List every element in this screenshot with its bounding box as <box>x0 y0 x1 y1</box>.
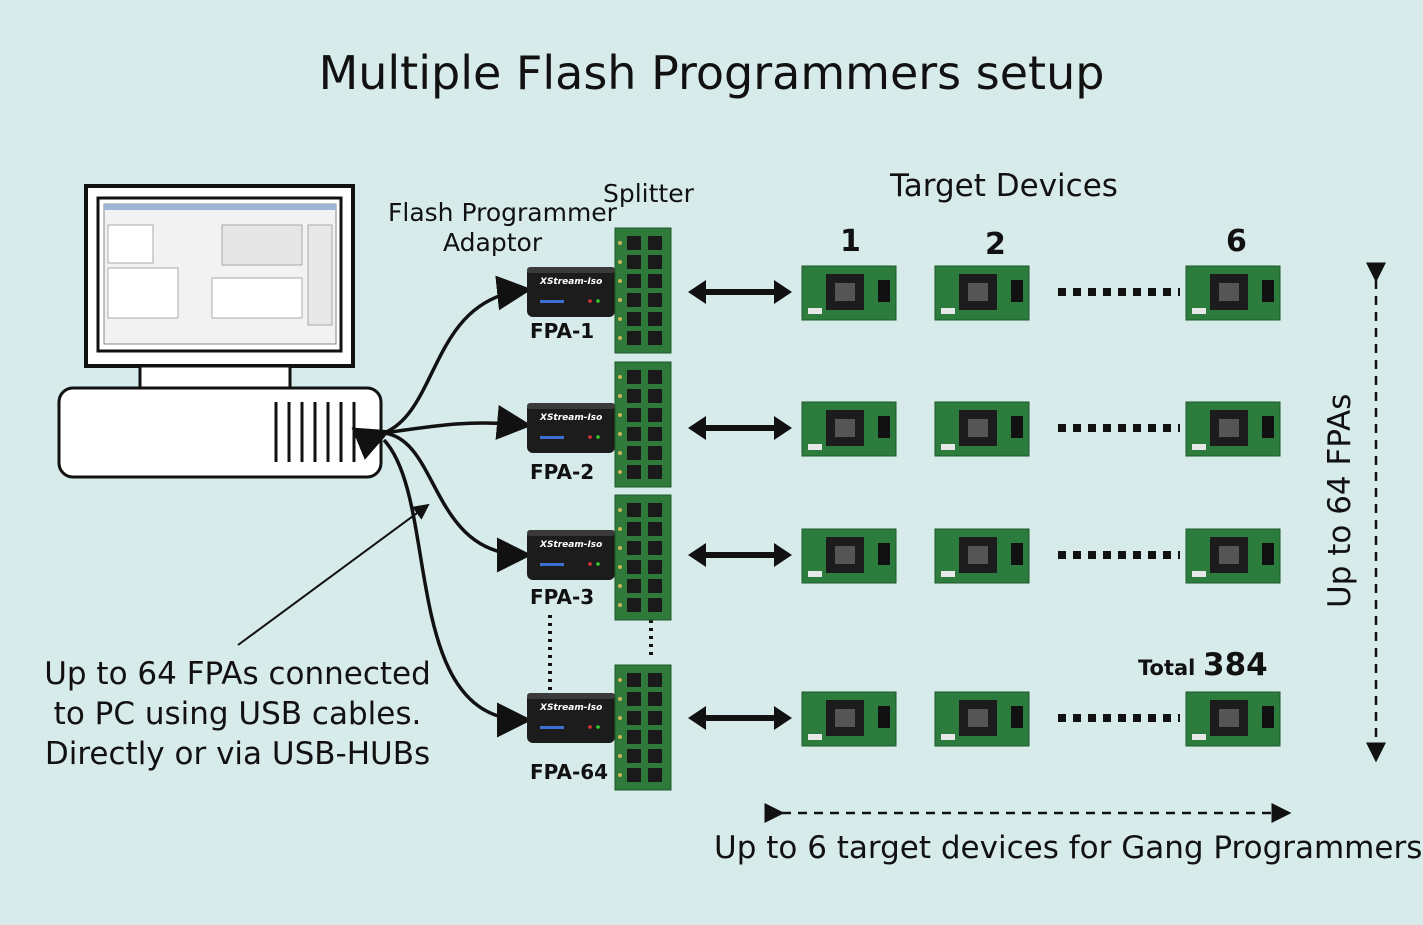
total-value: 384 <box>1203 647 1268 683</box>
fpa-label-3: FPA-3 <box>530 585 595 609</box>
adaptor-label-line1: Flash Programmer <box>388 198 617 227</box>
column-number-6: 6 <box>1226 224 1247 259</box>
target-device-board <box>801 691 897 747</box>
pc-case <box>57 386 383 479</box>
fpa-row-3: XStream-Iso <box>527 494 1281 621</box>
target-device-board <box>934 265 1030 321</box>
adaptor-brand-text: XStream-Iso <box>539 540 602 550</box>
target-device-board <box>1185 401 1281 457</box>
bidirectional-arrow <box>688 280 792 304</box>
usb-note-line1: Up to 64 FPAs connected <box>44 656 431 692</box>
usb-note-line3: Directly or via USB-HUBs <box>44 736 431 772</box>
usb-cables <box>351 275 532 738</box>
total-word: Total <box>1138 656 1196 680</box>
target-device-board <box>801 401 897 457</box>
splitter-board <box>614 664 672 791</box>
fpa-label-2: FPA-2 <box>530 460 595 484</box>
adaptor-label-line2: Adaptor <box>443 228 543 257</box>
note-pointer <box>237 503 430 646</box>
fpa-label-1: FPA-1 <box>530 319 595 343</box>
fpa-row-2: XStream-Iso <box>527 361 1281 488</box>
target-device-board <box>1185 265 1281 321</box>
target-device-board <box>801 528 897 584</box>
target-device-board <box>1185 691 1281 747</box>
splitter-board <box>614 227 672 354</box>
target-device-board <box>934 691 1030 747</box>
adaptor-brand-text: XStream-Iso <box>539 277 602 287</box>
target-device-board <box>934 528 1030 584</box>
splitter-label: Splitter <box>603 179 694 208</box>
column-number-1: 1 <box>840 224 861 259</box>
usb-note-line2: to PC using USB cables. <box>53 696 422 732</box>
splitter-board <box>614 494 672 621</box>
usb-note: Up to 64 FPAs connected to PC using USB … <box>40 654 435 774</box>
bidirectional-arrow <box>688 543 792 567</box>
adaptor-brand-text: XStream-Iso <box>539 703 602 713</box>
adaptor-brand-text: XStream-Iso <box>539 413 602 423</box>
monitor-stand <box>138 364 292 390</box>
fpa-row-1: XStream-Iso <box>527 227 1281 354</box>
pc-monitor <box>84 184 355 390</box>
page-title: Multiple Flash Programmers setup <box>318 46 1105 100</box>
flash-programmer-adaptor: XStream-Iso <box>527 267 615 317</box>
vertical-fpa-count-label: Up to 64 FPAs <box>1322 393 1358 608</box>
horizontal-target-count-label: Up to 6 target devices for Gang Programm… <box>714 830 1423 866</box>
splitter-board <box>614 361 672 488</box>
flash-programmer-adaptor: XStream-Iso <box>527 530 615 580</box>
target-device-board <box>801 265 897 321</box>
target-device-board <box>934 401 1030 457</box>
target-devices-label: Target Devices <box>890 168 1118 204</box>
column-number-2: 2 <box>985 227 1006 262</box>
fpa-label-64: FPA-64 <box>530 760 609 784</box>
bidirectional-arrow <box>688 706 792 730</box>
fpa-row-4: XStream-Iso <box>527 664 1281 791</box>
bidirectional-arrow <box>688 416 792 440</box>
flash-programmer-adaptor: XStream-Iso <box>527 693 615 743</box>
flash-programmer-adaptor: XStream-Iso <box>527 403 615 453</box>
target-device-board <box>1185 528 1281 584</box>
